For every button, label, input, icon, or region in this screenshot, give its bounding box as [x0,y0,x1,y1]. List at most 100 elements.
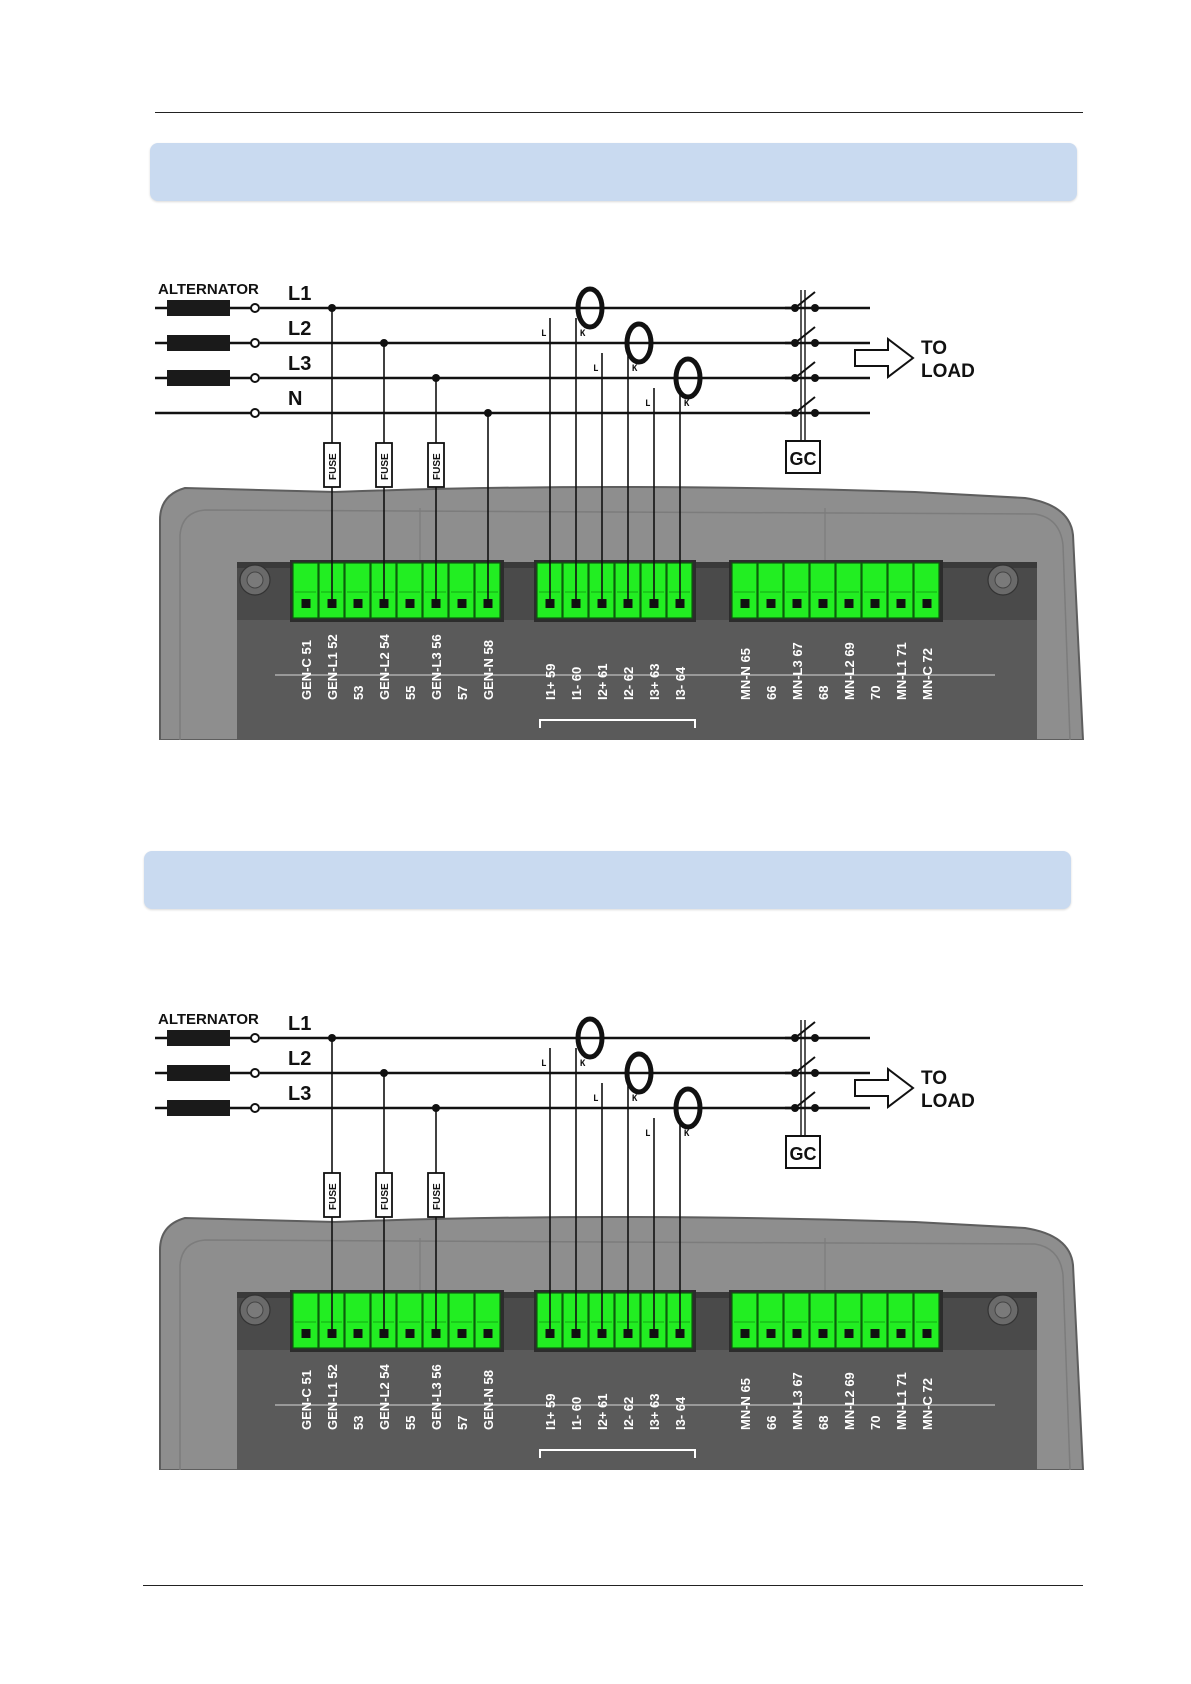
terminal-label: I3+ 63 [647,663,662,700]
contactor-label: GC [790,449,817,469]
terminal [292,562,319,619]
current-transformer [673,356,703,400]
ct-terminal-k: K [632,1094,638,1104]
alternator-terminal [250,373,260,383]
ct-terminal-k: K [632,364,638,374]
terminal-label: 57 [455,1416,470,1430]
terminal-label: I2- 62 [621,1397,636,1430]
fuse-label: FUSE [432,453,443,480]
terminal-screw-hole [405,1329,415,1338]
terminal-label: 53 [351,1416,366,1430]
ct-terminal-l: L [645,399,651,409]
terminal-screw-hole [545,1329,555,1338]
terminal-label: GEN-L2 54 [377,633,392,700]
alternator-winding [167,1100,230,1116]
contactor-label: GC [790,1144,817,1164]
terminal-screw-hole [623,1329,633,1338]
fuse-label: FUSE [328,453,339,480]
phase-label: L2 [288,318,311,340]
terminal-screw-hole [649,1329,659,1338]
terminal-screw-hole [545,599,555,608]
terminal-label: GEN-L1 52 [325,634,340,700]
ct-terminal-k: K [684,1129,690,1139]
enclosure-inner-edge [179,509,1071,740]
terminal [887,562,914,619]
terminal-label: I3- 64 [673,666,688,700]
terminal-screw-hole [353,1329,363,1338]
mounting-screw-head [994,1301,1012,1319]
terminal-label: 55 [403,1416,418,1430]
to-load-label-1: TO [921,1068,947,1089]
ct-terminal-l: L [541,1059,547,1069]
phase-label: L1 [288,283,311,305]
terminal-label: 66 [764,1416,779,1430]
terminal [835,562,862,619]
terminal-label: GEN-L3 56 [429,634,444,700]
contactor-coil [785,440,821,474]
terminal-screw-hole [792,1329,802,1338]
terminal [783,1292,810,1349]
phase-label: L2 [288,1048,311,1070]
terminal [731,1292,758,1349]
terminal [396,1292,423,1349]
terminal [448,1292,475,1349]
current-transformer [575,1016,605,1060]
ct-bracket [539,1449,696,1458]
terminal-label: 70 [868,1416,883,1430]
terminal-label: MN-N 65 [738,1378,753,1430]
terminal-screw-hole [870,1329,880,1338]
terminal-label: I2+ 61 [595,1393,610,1430]
terminal-label: I3+ 63 [647,1393,662,1430]
current-transformer [624,1051,654,1095]
terminal-screw-hole [766,1329,776,1338]
terminal-label: MN-C 72 [920,1378,935,1430]
terminal-label: MN-L1 71 [894,642,909,700]
terminal-screw-hole [301,1329,311,1338]
terminal [809,562,836,619]
alternator-winding [167,1030,230,1046]
terminal-label: 66 [764,686,779,700]
ct-terminal-k: K [580,1059,586,1069]
contactor-pole-dot [811,339,819,347]
terminal-label: 57 [455,686,470,700]
alternator-winding [167,335,230,351]
alternator-terminal [250,1103,260,1113]
terminal-label: MN-L3 67 [790,642,805,700]
terminal-label: 70 [868,686,883,700]
terminal [474,1292,501,1349]
alternator-terminal [250,408,260,418]
terminal-screw-hole [405,599,415,608]
terminal-label: GEN-N 58 [481,640,496,700]
current-transformer [673,1086,703,1130]
terminal [861,562,888,619]
current-transformer [575,286,605,330]
ct-terminal-k: K [684,399,690,409]
terminal-screw-hole [327,599,337,608]
terminal-screw-hole [483,599,493,608]
terminal-label: MN-L1 71 [894,1372,909,1430]
alternator-winding [167,370,230,386]
terminal-screw-hole [431,599,441,608]
footer-rule [143,1585,1083,1586]
ct-terminal-k: K [580,329,586,339]
terminal-label: GEN-L1 52 [325,1364,340,1430]
terminal-label: GEN-L2 54 [377,1363,392,1430]
section-banner-1 [150,143,1077,201]
label-panel [237,620,1037,740]
terminal-label: MN-C 72 [920,648,935,700]
terminal [913,562,940,619]
to-load-arrow [854,336,915,380]
terminal-label: I2- 62 [621,667,636,700]
terminal-label: MN-N 65 [738,648,753,700]
terminal-screw-hole [623,599,633,608]
terminal [757,562,784,619]
ct-terminal-l: L [593,364,599,374]
terminal-label: 68 [816,1416,831,1430]
to-load-arrow [854,1066,915,1110]
phase-label: L3 [288,1083,311,1105]
terminal-label: MN-L3 67 [790,1372,805,1430]
contactor-pole-dot [811,304,819,312]
